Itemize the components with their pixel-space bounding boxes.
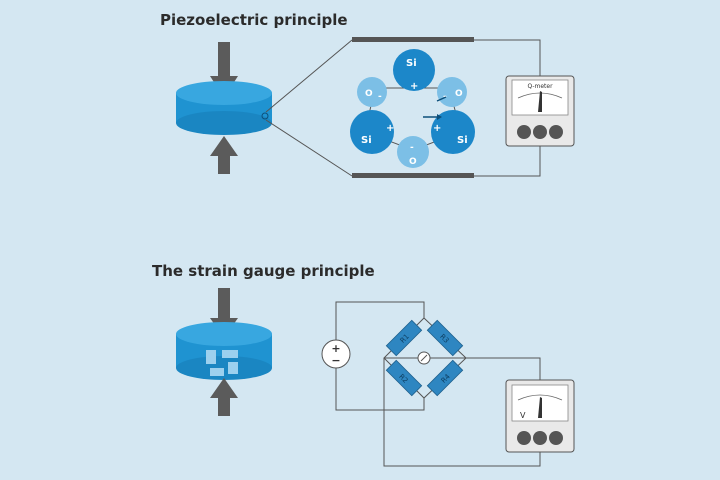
piezo-title: Piezoelectric principle — [160, 11, 348, 29]
zoom-line — [265, 119, 353, 177]
svg-text:-: - — [378, 92, 382, 102]
wire — [474, 39, 541, 76]
meter-button — [549, 125, 563, 139]
source-plus: + — [331, 342, 340, 355]
svg-text:O: O — [409, 157, 417, 167]
force-arrow-icon — [210, 378, 238, 416]
strain-section: + − R1 R3 R2 R4 — [176, 288, 575, 467]
svg-text:Si: Si — [361, 135, 372, 146]
voltmeter: V — [505, 379, 575, 453]
resistor-r2: R2 — [385, 359, 423, 397]
wire — [474, 146, 541, 177]
svg-text:+: + — [386, 123, 394, 134]
piezo-disk — [176, 81, 272, 135]
piezo-section: O - - O - O Si + — [176, 37, 575, 178]
svg-text:O: O — [455, 89, 463, 99]
gauge-patch — [206, 350, 216, 364]
zoom-line — [265, 39, 353, 113]
source-minus: − — [331, 354, 340, 367]
gauge-patch — [210, 368, 224, 376]
q-meter-label: Q-meter — [527, 83, 553, 90]
svg-text:Si: Si — [406, 58, 417, 69]
svg-text:+: + — [410, 81, 418, 92]
gauge-needle-icon — [538, 91, 542, 112]
meter-button — [517, 125, 531, 139]
dipole-arrow-icon — [423, 96, 447, 120]
oxygen-atom: - O — [437, 77, 467, 107]
meter-button — [533, 125, 547, 139]
svg-text:O: O — [365, 89, 373, 99]
voltage-source-icon: + − — [321, 339, 351, 369]
silicon-atom: Si + — [431, 110, 475, 154]
quartz-lattice: O - - O - O Si + — [350, 49, 475, 168]
meter-button — [517, 431, 531, 445]
force-arrow-icon — [210, 136, 238, 174]
strain-disk — [176, 322, 272, 380]
bridge-detector-icon — [417, 351, 431, 365]
oxygen-atom: O - — [357, 77, 387, 107]
svg-text:+: + — [433, 123, 441, 134]
gauge-needle-icon — [538, 397, 542, 418]
svg-text:-: - — [410, 143, 414, 153]
oxygen-atom: - O — [397, 136, 429, 168]
silicon-atom: Si + — [350, 110, 394, 154]
voltmeter-label: V — [520, 411, 526, 420]
q-meter: Q-meter — [505, 75, 575, 147]
resistor-r4: R4 — [426, 359, 464, 397]
electrode-plate-top — [352, 37, 474, 42]
silicon-atom: Si + — [393, 49, 435, 92]
strain-title: The strain gauge principle — [152, 262, 375, 280]
meter-button — [533, 431, 547, 445]
resistor-r1: R1 — [385, 319, 423, 357]
gauge-patch — [228, 362, 238, 374]
electrode-plate-bottom — [352, 173, 474, 178]
gauge-patch — [222, 350, 238, 358]
svg-text:Si: Si — [457, 135, 468, 146]
meter-button — [549, 431, 563, 445]
resistor-r3: R3 — [426, 319, 464, 357]
